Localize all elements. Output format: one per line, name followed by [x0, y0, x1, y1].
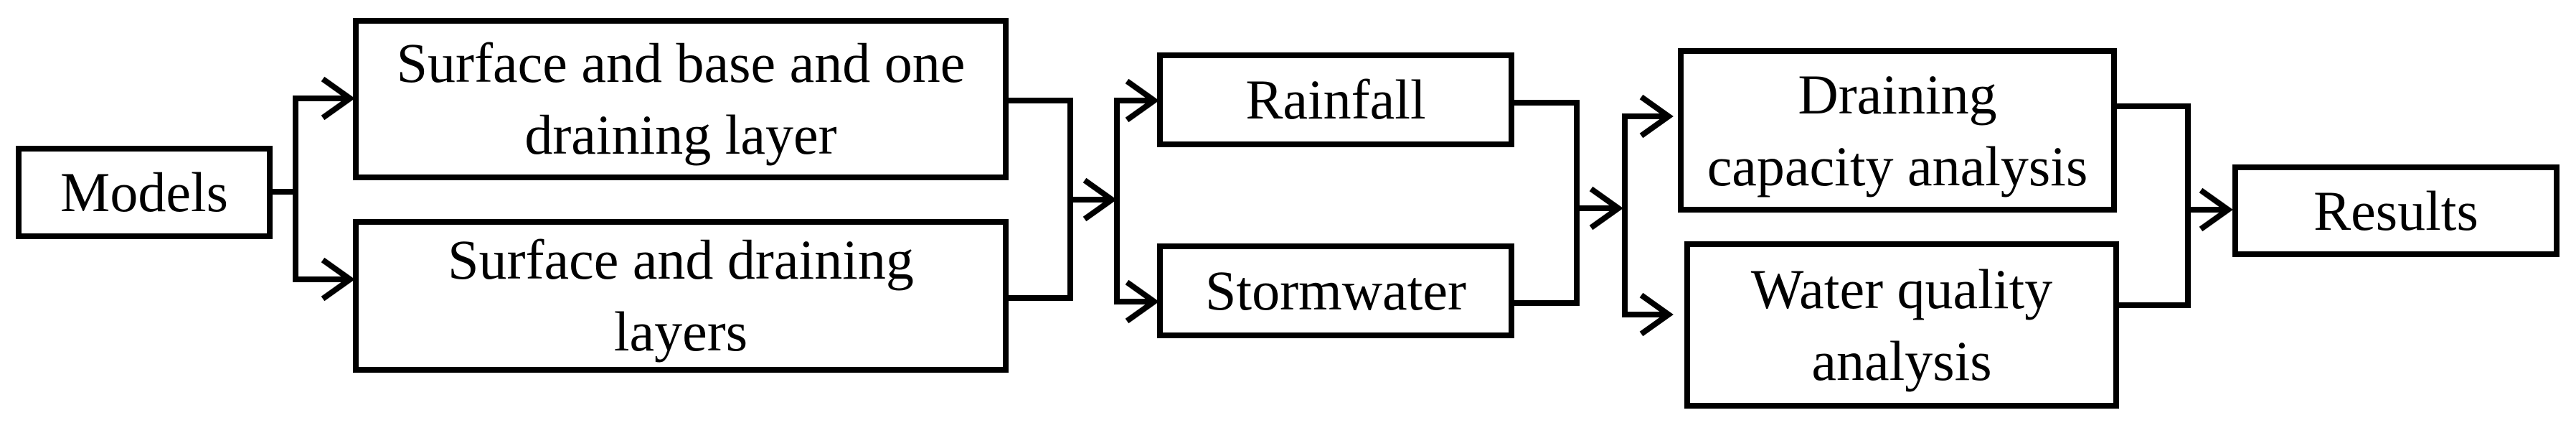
arrowhead-merge-scenarios: [1082, 177, 1117, 222]
arrowhead-to-rainfall: [1125, 78, 1159, 123]
node-surface-and-draining-layers: Surface and draining layers: [353, 219, 1009, 373]
arrowhead-to-draining-capacity: [1639, 94, 1674, 139]
node-label-line: draining layer: [524, 103, 837, 166]
arrowhead-to-surface-draining: [321, 257, 355, 302]
node-water-quality-analysis: Water quality analysis: [1684, 241, 2119, 409]
node-label-line: Surface and draining: [448, 228, 914, 292]
node-rainfall: Rainfall: [1157, 52, 1514, 147]
edge-group-models-to-scenarios: [1005, 78, 1159, 324]
edge-group-models-split: [269, 76, 355, 302]
node-label-line: analysis: [1811, 329, 1992, 392]
node-label-line: layers: [613, 300, 748, 363]
node-draining-capacity-analysis: Draining capacity analysis: [1678, 48, 2117, 213]
node-label-line: Draining: [1798, 62, 1997, 126]
node-stormwater: Stormwater: [1157, 243, 1514, 338]
arrowhead-to-stormwater: [1125, 279, 1159, 324]
edge-group-scenarios-to-analyses: [1511, 94, 1674, 337]
node-rainfall-label: Rainfall: [1245, 68, 1426, 131]
arrowhead-merge-analyses: [1589, 186, 1623, 231]
node-surface-base-one-draining-layer: Surface and base and one draining layer: [353, 18, 1009, 180]
node-models: Models: [16, 146, 273, 239]
arrowhead-to-results: [2199, 187, 2233, 232]
node-label-line: Surface and base and one: [396, 32, 966, 95]
node-label-line: capacity analysis: [1707, 134, 2088, 197]
node-models-label: Models: [60, 161, 228, 224]
node-label-line: Water quality: [1750, 257, 2053, 320]
arrowhead-to-surface-base-one: [321, 76, 355, 121]
edge-group-analyses-to-results: [2113, 103, 2233, 308]
node-results-label: Results: [2313, 179, 2478, 242]
node-results: Results: [2232, 164, 2560, 257]
arrowhead-to-water-quality: [1639, 292, 1674, 337]
node-stormwater-label: Stormwater: [1205, 259, 1466, 322]
